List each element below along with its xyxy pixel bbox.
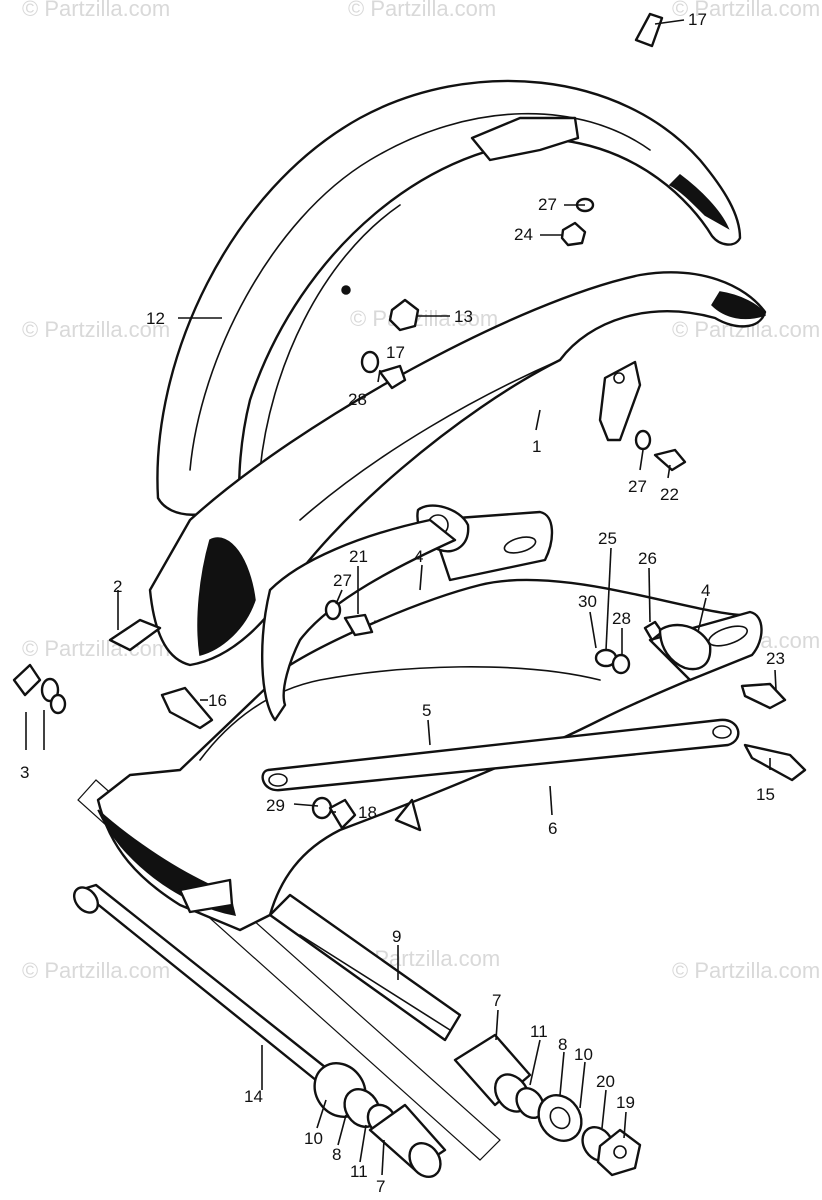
left-side-hardware xyxy=(313,1062,447,1178)
label-part-18: 18 xyxy=(358,803,377,822)
label-part-24: 24 xyxy=(514,225,533,244)
label-part-11-right: 11 xyxy=(530,1022,548,1041)
label-part-30: 30 xyxy=(578,592,597,611)
label-part-21: 21 xyxy=(349,547,368,566)
label-part-14: 14 xyxy=(244,1087,263,1106)
watermark-top-right: © Partzilla.com xyxy=(672,0,820,21)
label-part-27-top: 27 xyxy=(538,195,557,214)
label-part-17-top: 17 xyxy=(688,10,707,29)
label-part-3: 3 xyxy=(20,763,29,782)
label-part-8-left: 8 xyxy=(332,1145,341,1164)
watermark-center-left: © Partzilla.com xyxy=(22,636,170,661)
label-part-13: 13 xyxy=(454,307,473,326)
watermark-top-center: © Partzilla.com xyxy=(348,0,496,21)
right-side-hardware xyxy=(453,1033,642,1177)
label-part-26: 26 xyxy=(638,549,657,568)
label-part-5: 5 xyxy=(422,701,431,720)
label-part-25: 25 xyxy=(598,529,617,548)
label-part-4-right: 4 xyxy=(701,581,710,600)
label-part-22: 22 xyxy=(660,485,679,504)
watermark-top-left: © Partzilla.com xyxy=(22,0,170,21)
watermark-mid-left: © Partzilla.com xyxy=(22,317,170,342)
label-part-20: 20 xyxy=(596,1072,615,1091)
label-part-10-right: 10 xyxy=(574,1045,593,1064)
label-part-12: 12 xyxy=(146,309,165,328)
label-part-7-left: 7 xyxy=(376,1177,385,1196)
label-part-10-left: 10 xyxy=(304,1129,323,1148)
label-part-15: 15 xyxy=(756,785,775,804)
rear-fender xyxy=(156,79,742,516)
label-part-27-left: 27 xyxy=(333,571,352,590)
label-part-1: 1 xyxy=(532,437,541,456)
pivot-collar-tube xyxy=(268,893,462,1042)
small-fasteners xyxy=(12,12,807,830)
label-part-19: 19 xyxy=(616,1093,635,1112)
label-part-28-right: 28 xyxy=(612,609,631,628)
chain-adjuster-rod xyxy=(261,718,740,792)
label-part-8-right: 8 xyxy=(558,1035,567,1054)
label-part-23: 23 xyxy=(766,649,785,668)
label-part-27-right: 27 xyxy=(628,477,647,496)
label-part-28-mid: 28 xyxy=(348,390,367,409)
watermark-low-right: © Partzilla.com xyxy=(672,958,820,983)
watermark-mid-center: © Partzilla.com xyxy=(350,306,498,331)
label-part-4-left: 4 xyxy=(414,547,423,566)
label-part-16: 16 xyxy=(208,691,227,710)
label-part-29: 29 xyxy=(266,796,285,815)
label-part-17-mid: 17 xyxy=(386,343,405,362)
label-part-9: 9 xyxy=(392,927,401,946)
label-part-11-left: 11 xyxy=(350,1162,368,1181)
leader-lines xyxy=(25,19,777,1176)
label-part-6: 6 xyxy=(548,819,557,838)
part-number-labels: 17 12 27 24 13 17 28 1 27 22 2 21 27 4 2… xyxy=(20,10,785,1196)
label-part-2: 2 xyxy=(113,577,122,596)
watermark-low-left: © Partzilla.com xyxy=(22,958,170,983)
label-part-7-right: 7 xyxy=(492,991,501,1010)
